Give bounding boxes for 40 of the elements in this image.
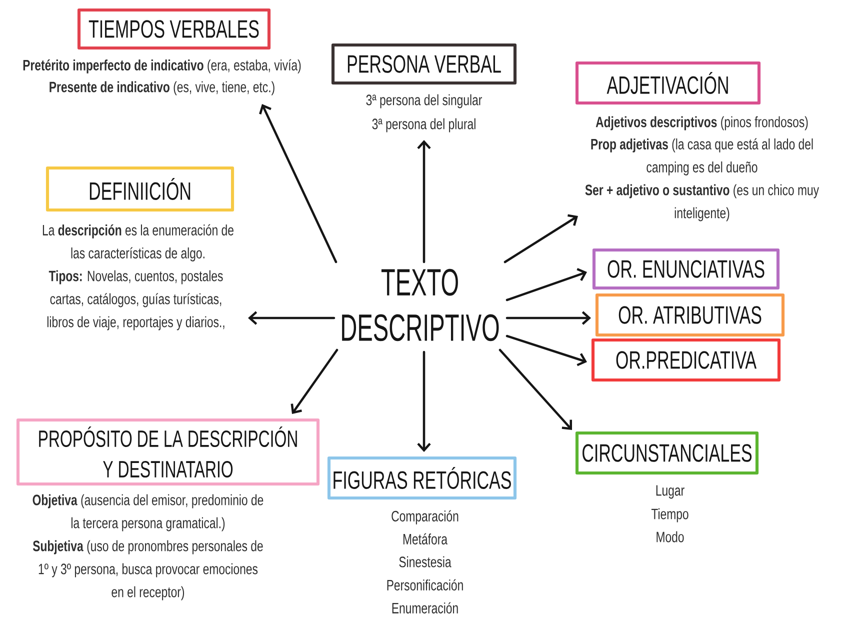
body-text: Subjetiva (uso de pronombres personales de 1º y 3º persona, busca provocar emociones en el receptor)	[32, 540, 263, 600]
heading-box: OR. ENUNCIATIVAS	[592, 248, 780, 290]
arrow	[504, 214, 578, 264]
arrow	[417, 140, 431, 264]
body-text: 3ª persona del singular	[366, 94, 482, 108]
arrow	[290, 348, 338, 414]
body-text: 3ª persona del plural	[372, 118, 476, 132]
arrow	[259, 104, 338, 264]
heading-box: FIGURAS RETÓRICAS	[327, 456, 517, 500]
arrow	[498, 348, 572, 430]
body-text: Objetiva (ausencia del emisor, predominio de la tercera persona gramatical.)	[32, 494, 264, 532]
body-text: Prop adjetivas (la casa que está al lado del camping es del dueño	[591, 138, 813, 176]
body-text: Lugar	[656, 485, 684, 499]
body-text: Enumeración	[392, 602, 458, 614]
heading-box: OR.PREDICATIVA	[591, 338, 781, 382]
body-text: Modo	[656, 531, 684, 542]
body-text: Personificación	[387, 579, 463, 590]
heading-box: OR. ATRIBUTIVAS	[595, 293, 785, 337]
body-text: Tipos: Novelas, cuentos, postales cartas, catálogos, guías turísticas, libros de viaje, reportajes y diarios.,	[47, 270, 224, 330]
central-title: TEXTO DESCRIPTIVO	[342, 268, 499, 342]
body-text: La descripción es la enumeración de las características de algo.	[42, 224, 234, 262]
heading-box: CIRCUNSTANCIALES	[575, 431, 759, 475]
body-text: Pretérito imperfecto de indicativo (era, estaba, vivía)	[23, 59, 301, 74]
body-text: Sinestesia	[399, 556, 452, 568]
body-text: Metáfora	[403, 533, 448, 544]
arrow	[506, 268, 588, 302]
arrow	[506, 311, 591, 325]
body-text: Comparación	[392, 510, 458, 524]
body-text: Adjetivos descriptivos (pinos frondosos)	[596, 116, 808, 130]
heading-box: ADJETIVACIÓN	[575, 61, 761, 105]
heading-box: TIEMPOS VERBALES	[77, 8, 271, 50]
heading-box: PROPÓSITO DE LA DESCRIPCIÓN Y DESTINATARIO	[16, 418, 320, 486]
heading-box: DEFINIICIÓN	[46, 166, 234, 212]
arrow	[248, 311, 336, 325]
body-text: Tiempo	[651, 508, 688, 522]
body-text: Ser + adjetivo o sustantivo (es un chico muy inteligente)	[585, 184, 819, 222]
arrow	[506, 334, 587, 366]
body-text: Presente de indicativo (es, vive, tiene, etc.)	[50, 81, 274, 96]
heading-box: PERSONA VERBAL	[331, 43, 517, 85]
arrow	[417, 350, 431, 452]
